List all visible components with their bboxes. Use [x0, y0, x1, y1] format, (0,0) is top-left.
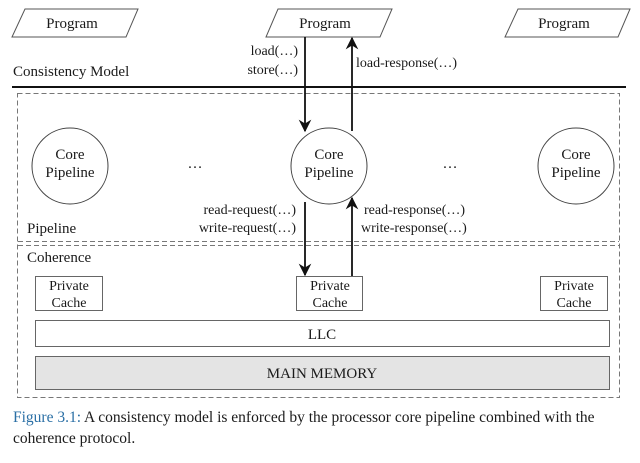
core-pipeline-center: Core Pipeline — [290, 127, 368, 205]
private-cache-center: Private Cache — [296, 276, 363, 311]
core-label: Core — [55, 147, 85, 163]
main-memory-label: MAIN MEMORY — [267, 366, 378, 382]
read-request-message: read-request(…) — [203, 203, 296, 218]
system-boundary — [17, 93, 620, 398]
program-label: Program — [538, 16, 590, 32]
pipeline-label: Pipeline — [304, 165, 354, 181]
program-label: Program — [46, 16, 98, 32]
ellipsis-right: … — [443, 156, 458, 172]
pipeline-label: Pipeline — [45, 165, 95, 181]
load-response-message: load-response(…) — [356, 56, 457, 71]
figure-caption: Figure 3.1: A consistency model is enfor… — [13, 407, 633, 449]
ellipsis-left: … — [188, 156, 203, 172]
read-response-message: read-response(…) — [364, 203, 465, 218]
main-memory-box: MAIN MEMORY — [35, 356, 610, 390]
core-pipeline-right: Core Pipeline — [537, 127, 615, 205]
program-box-center: Program — [265, 8, 393, 38]
pipeline-label: Pipeline — [551, 165, 601, 181]
consistency-model-label: Consistency Model — [13, 64, 129, 80]
private-cache-right: Private Cache — [540, 276, 608, 311]
caption-text: A consistency model is enforced by the p… — [13, 409, 595, 447]
cache-label: Cache — [313, 296, 348, 311]
program-label: Program — [299, 16, 351, 32]
write-response-message: write-response(…) — [361, 221, 467, 236]
llc-label: LLC — [308, 327, 336, 343]
cache-label: Cache — [52, 296, 87, 311]
private-label: Private — [554, 279, 594, 294]
pipeline-layer-label: Pipeline — [27, 221, 77, 237]
program-box-left: Program — [11, 8, 139, 38]
core-pipeline-left: Core Pipeline — [31, 127, 109, 205]
program-box-right: Program — [504, 8, 631, 38]
llc-box: LLC — [35, 320, 610, 347]
figure-label: Figure 3.1: — [13, 409, 82, 426]
write-request-message: write-request(…) — [199, 221, 297, 236]
coherence-layer-label: Coherence — [27, 250, 91, 266]
store-message: store(…) — [247, 63, 298, 78]
private-label: Private — [310, 279, 350, 294]
private-label: Private — [49, 279, 89, 294]
load-message: load(…) — [251, 44, 299, 59]
cache-label: Cache — [557, 296, 592, 311]
consistency-coherence-diagram: Program Program Program Consistency Mode… — [11, 8, 631, 398]
core-label: Core — [314, 147, 344, 163]
core-label: Core — [561, 147, 591, 163]
private-cache-left: Private Cache — [35, 276, 103, 311]
